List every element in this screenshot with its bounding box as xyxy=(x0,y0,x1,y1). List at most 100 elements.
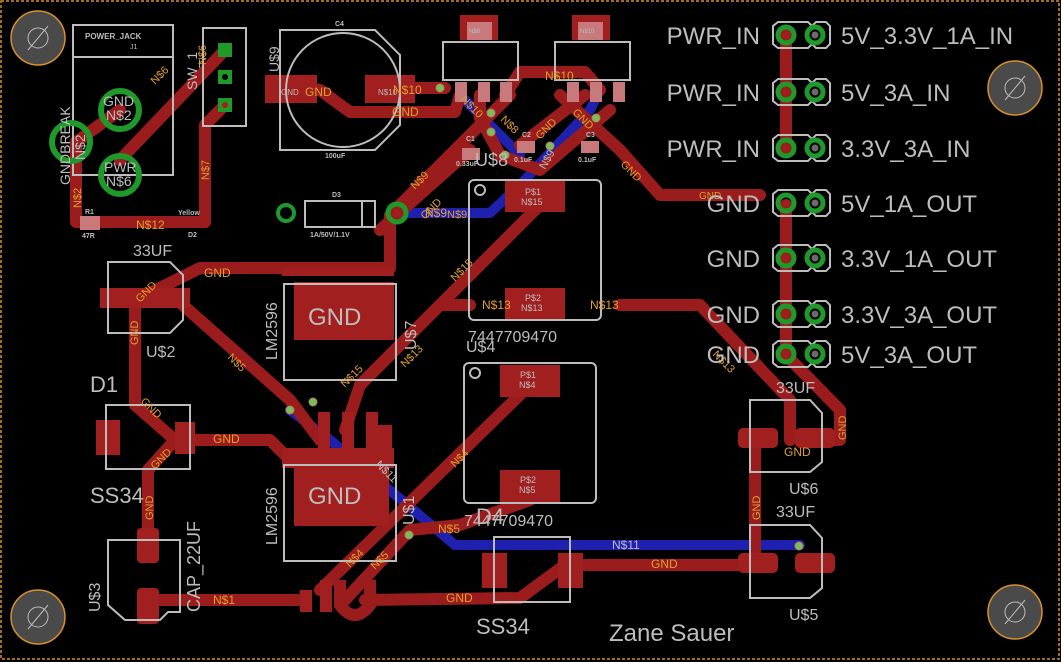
connector-right-label: 5V_3A_OUT xyxy=(841,342,977,369)
reg-left-tab-lite xyxy=(467,22,492,40)
u2-pad-minus xyxy=(100,288,155,308)
mounting-hole-top-right xyxy=(987,60,1043,116)
u2-pad-plus xyxy=(155,288,190,308)
u6-ref: U$6 xyxy=(789,481,818,498)
header-pin-1 xyxy=(775,81,797,103)
c1-value: 0.33uF xyxy=(456,161,479,168)
header-pin-1 xyxy=(775,24,797,46)
c4-value: 100uF xyxy=(325,153,346,160)
net-label: GND xyxy=(784,445,811,459)
jack-pwr-net-label: N$6 xyxy=(106,173,132,189)
trace-n5-u2 xyxy=(169,292,326,446)
net-label: GND xyxy=(751,496,763,521)
trace-gnd-bottom xyxy=(359,559,571,606)
u6-outline xyxy=(749,399,823,473)
connector-left-label: PWR_IN xyxy=(667,80,760,107)
header-j4 xyxy=(772,189,831,217)
net-label: GND xyxy=(699,191,721,202)
jack-pwr-pad-label: PWR xyxy=(104,159,137,175)
lm-top-ref: U$7 xyxy=(403,321,420,350)
c4-outline xyxy=(279,29,401,151)
header-pin-2 xyxy=(804,137,826,159)
lm-legs xyxy=(300,412,392,621)
connector-left-label: PWR_IN xyxy=(667,23,760,50)
trace-gnd-out xyxy=(554,89,766,201)
net-label: GND xyxy=(837,416,849,441)
u5-value: 33UF xyxy=(776,504,815,521)
net-label: N$2 xyxy=(72,188,84,208)
r1-value: 47R xyxy=(82,233,95,240)
net-label: GND xyxy=(144,496,156,521)
jack-gnd-net-label: N$2 xyxy=(106,107,132,123)
lm-bot-value: LM2596 xyxy=(264,487,281,545)
trace-n4 xyxy=(314,379,536,596)
trace-n9-top xyxy=(374,144,476,236)
via xyxy=(404,530,414,540)
mounting-hole-bottom-right xyxy=(987,584,1043,640)
net-label: GND xyxy=(446,591,473,605)
lm-top-value: LM2596 xyxy=(264,302,281,360)
ind-bot-p1-label: P$1 xyxy=(520,370,536,380)
reg-right-tab-lite xyxy=(578,22,603,40)
net-label: N$7 xyxy=(200,160,212,180)
net-label: GND xyxy=(305,85,332,99)
connector-right-label: 3.3V_1A_OUT xyxy=(841,246,997,273)
c2-ref: C2 xyxy=(522,132,531,139)
reg-right-tab-net: N$10 xyxy=(580,29,595,35)
connector-right-label: 3.3V_3A_OUT xyxy=(841,302,997,329)
c4-ref: C4 xyxy=(335,21,344,28)
ind-bot-value: 7447709470 xyxy=(464,513,553,530)
net-label: N$12 xyxy=(136,218,165,232)
ind-bot-p2-label: P$2 xyxy=(520,475,536,485)
d3-ring-k xyxy=(385,201,409,225)
net-label: N$10 xyxy=(393,83,422,97)
silkscreen-text: POWER_JACK J1 GND N$2 PWR N$6 GNDBREAK N… xyxy=(57,21,818,647)
header-pin-2 xyxy=(804,343,826,365)
gndbreak-label: GNDBREAK xyxy=(57,106,73,185)
u3-pad-minus xyxy=(137,588,159,624)
power-jack-ref: J1 xyxy=(130,44,138,51)
ind-top-p2 xyxy=(505,288,565,320)
header-pin-2 xyxy=(804,303,826,325)
via xyxy=(435,83,445,93)
d1-ref: D1 xyxy=(90,372,118,397)
connector-right-label: 5V_1A_OUT xyxy=(841,191,977,218)
connector-right-label: 5V_3A_IN xyxy=(841,80,950,107)
c1-pad xyxy=(462,148,480,160)
switch-outline xyxy=(202,27,247,127)
jack-gnd-pad-label: GND xyxy=(103,93,134,109)
r1-pad xyxy=(80,216,100,230)
c1-ref: C1 xyxy=(466,136,475,143)
lm-top-gnd-pad xyxy=(294,282,394,340)
silkscreen xyxy=(72,24,823,621)
ind-top-p2-net: N$13 xyxy=(521,303,543,313)
net-label: GND xyxy=(204,266,231,280)
ind-top-p1-net: N$15 xyxy=(521,197,543,207)
u5-ref: U$5 xyxy=(789,607,818,624)
header-j2 xyxy=(772,78,831,106)
header-pin-2 xyxy=(804,192,826,214)
reg-left-pins xyxy=(455,82,512,102)
via xyxy=(500,150,510,160)
power-jack-label: POWER_JACK xyxy=(85,32,142,41)
power-jack-outline xyxy=(72,24,174,176)
mounting-holes xyxy=(10,10,1043,645)
net-label: N$9 xyxy=(425,206,447,220)
ind-bot-outline xyxy=(463,362,597,504)
net-label: N$10 xyxy=(545,69,574,83)
trace-gnd-c2 xyxy=(514,89,591,151)
via xyxy=(486,108,496,118)
u5-pad-minus xyxy=(738,553,778,573)
pads xyxy=(80,15,835,624)
header-j3 xyxy=(772,134,831,162)
via xyxy=(486,127,496,137)
u3-pad-plus xyxy=(137,528,159,563)
d1-pad-a xyxy=(175,422,195,454)
u3-value: CAP_22UF xyxy=(184,521,205,612)
lm-bot-gnd-pad xyxy=(294,468,389,526)
ind-bot-p1 xyxy=(500,365,560,397)
header-pin-1 xyxy=(775,343,797,365)
gndbreak-net-label: N$2 xyxy=(72,134,88,160)
via xyxy=(591,113,601,123)
switch-ref: SW_1 xyxy=(184,52,200,90)
